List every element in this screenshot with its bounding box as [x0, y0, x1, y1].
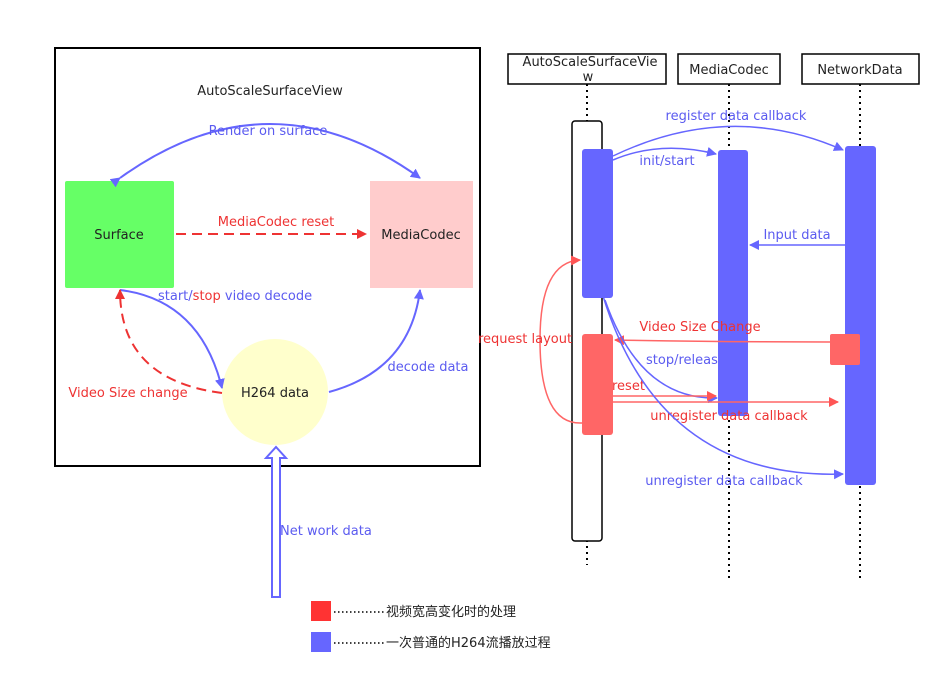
surface-node [65, 181, 174, 288]
mediacodec-label: MediaCodec [381, 228, 460, 243]
render-on-surface-arrow [109, 123, 421, 188]
legend: 视频宽高变化时的处理 一次普通的H264流播放过程 [311, 601, 551, 652]
video-size-change-msg-label: Video Size Change [639, 320, 760, 335]
participant-view-label-line1: AutoScaleSurfaceVie [523, 55, 658, 70]
decode-data-arrow [328, 289, 424, 393]
mediacodec-activation [718, 150, 748, 416]
container-box [54, 47, 481, 467]
participant-mediacodec [677, 53, 781, 85]
reset-label: reset [612, 379, 645, 394]
network-activation [845, 146, 876, 485]
participant-mediacodec-label: MediaCodec [689, 63, 768, 78]
h264-label: H264 data [241, 386, 309, 401]
participant-network-label: NetworkData [817, 63, 902, 78]
network-data-arrow [263, 445, 289, 598]
start-stop-decode-arrow [119, 289, 225, 389]
surface-label: Surface [94, 228, 144, 243]
video-size-change-arrow [115, 289, 223, 394]
render-on-surface-label: Render on surface [209, 124, 328, 139]
video-size-change-msg-arrow [614, 335, 831, 346]
stop-release-label: stop/releas [646, 353, 718, 368]
legend-label-blue: 一次普通的H264流播放过程 [386, 635, 551, 651]
stop-release-arrow [604, 299, 718, 404]
decode-data-label: decode data [387, 360, 468, 375]
input-data-label: Input data [763, 228, 830, 243]
init-start-label: init/start [639, 154, 694, 169]
participant-view-label-line2: w [583, 70, 594, 85]
request-layout-label: request layout [478, 332, 572, 347]
network-activation-red [830, 334, 860, 365]
legend-swatch-red [311, 601, 331, 621]
stop-text: stop [193, 289, 221, 304]
unregister-blue-arrow [602, 295, 844, 480]
unregister-red-label: unregister data callback [650, 409, 808, 424]
start-text: start/ [158, 289, 193, 304]
register-callback-label: register data callback [666, 109, 807, 124]
view-activation-blue [582, 149, 613, 298]
left-component-diagram: AutoScaleSurfaceView Surface MediaCodec … [54, 47, 481, 598]
video-decode-text: video decode [221, 289, 312, 304]
sequence-diagram: AutoScaleSurfaceVie w MediaCodec Network… [478, 53, 920, 580]
video-size-change-label: Video Size change [68, 386, 187, 401]
mediacodec-reset-label: MediaCodec reset [218, 215, 335, 230]
view-activation-red [582, 334, 613, 435]
container-title: AutoScaleSurfaceView [197, 84, 343, 99]
legend-label-red: 视频宽高变化时的处理 [386, 604, 516, 620]
network-data-label: Net work data [280, 524, 372, 539]
start-stop-decode-label: start/stop video decode [158, 289, 312, 304]
legend-swatch-blue [311, 632, 331, 652]
h264-node [222, 339, 328, 445]
register-callback-arrow [612, 125, 844, 157]
init-start-arrow [612, 146, 717, 161]
unregister-blue-label: unregister data callback [645, 474, 803, 489]
mediacodec-node [370, 181, 473, 288]
request-layout-arrow [539, 255, 583, 424]
